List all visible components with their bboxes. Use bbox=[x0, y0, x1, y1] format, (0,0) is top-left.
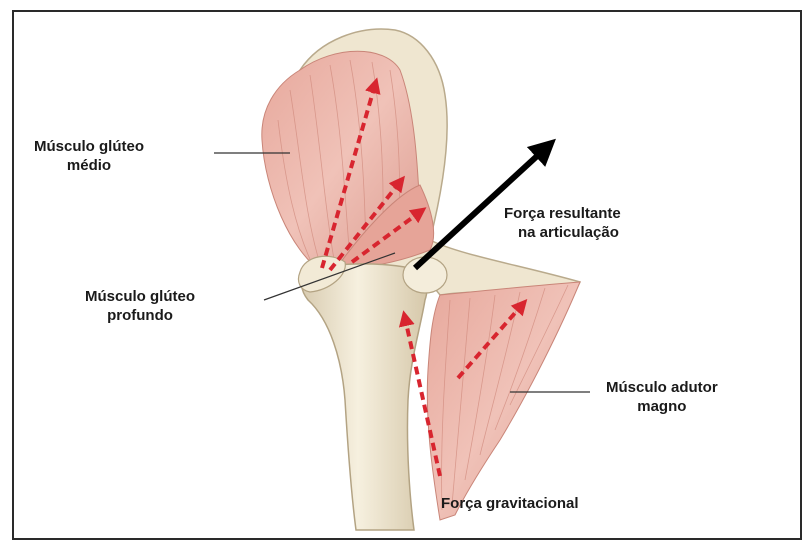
label-deep-gluteal-line1: Músculo glúteo bbox=[85, 287, 195, 306]
label-gluteus-medius-line1: Músculo glúteo bbox=[34, 137, 144, 156]
label-deep-gluteal-line2: profundo bbox=[85, 306, 195, 325]
label-gravitational-force: Força gravitacional bbox=[441, 494, 579, 513]
label-resultant-force-line2: na articulação bbox=[504, 223, 621, 242]
label-adductor-magnus-line1: Músculo adutor bbox=[606, 378, 718, 397]
label-gluteus-medius: Músculo glúteo médio bbox=[34, 137, 144, 175]
adductor-magnus-muscle bbox=[427, 282, 580, 520]
label-adductor-magnus-line2: magno bbox=[606, 397, 718, 416]
label-resultant-force-line1: Força resultante bbox=[504, 204, 621, 223]
femur-bone bbox=[302, 264, 427, 530]
label-deep-gluteal: Músculo glúteo profundo bbox=[85, 287, 195, 325]
label-adductor-magnus: Músculo adutor magno bbox=[606, 378, 718, 416]
label-gluteus-medius-line2: médio bbox=[34, 156, 144, 175]
label-resultant-force: Força resultante na articulação bbox=[504, 204, 621, 242]
